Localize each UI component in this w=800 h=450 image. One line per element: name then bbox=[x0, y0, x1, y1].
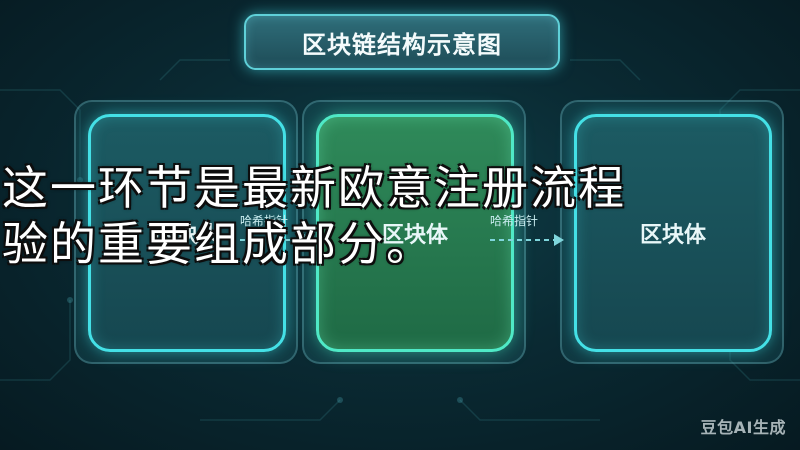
caption-line-1: 这一环节是最新欧意注册流程 bbox=[2, 161, 626, 215]
diagram-title: 区块链结构示意图 bbox=[302, 30, 502, 59]
block-1-label: 区块头 bbox=[153, 223, 220, 248]
block-3-label: 区块体 bbox=[639, 223, 706, 248]
title-banner: 区块链结构示意图 bbox=[244, 14, 560, 70]
overlay-caption: 这一环节是最新欧意注册流程 验的重要组成部分。 bbox=[2, 160, 800, 272]
connector-1-arrow bbox=[240, 234, 314, 246]
block-1: 区块头 bbox=[74, 100, 298, 364]
block-2: 区块体 bbox=[302, 100, 526, 364]
block-1-inner: 区块头 bbox=[88, 114, 286, 352]
caption-line-2: 验的重要组成部分。 bbox=[2, 217, 434, 271]
block-2-label: 区块体 bbox=[381, 223, 448, 248]
block-3-inner: 区块体 bbox=[574, 114, 772, 352]
connector-2-arrow bbox=[490, 234, 564, 246]
connector-1-label: 哈希指针 bbox=[240, 214, 289, 228]
block-2-inner: 区块体 bbox=[316, 114, 514, 352]
block-3: 区块体 bbox=[560, 100, 784, 364]
watermark: 豆包AI生成 bbox=[700, 418, 786, 437]
connector-2-label: 哈希指针 bbox=[490, 214, 539, 228]
